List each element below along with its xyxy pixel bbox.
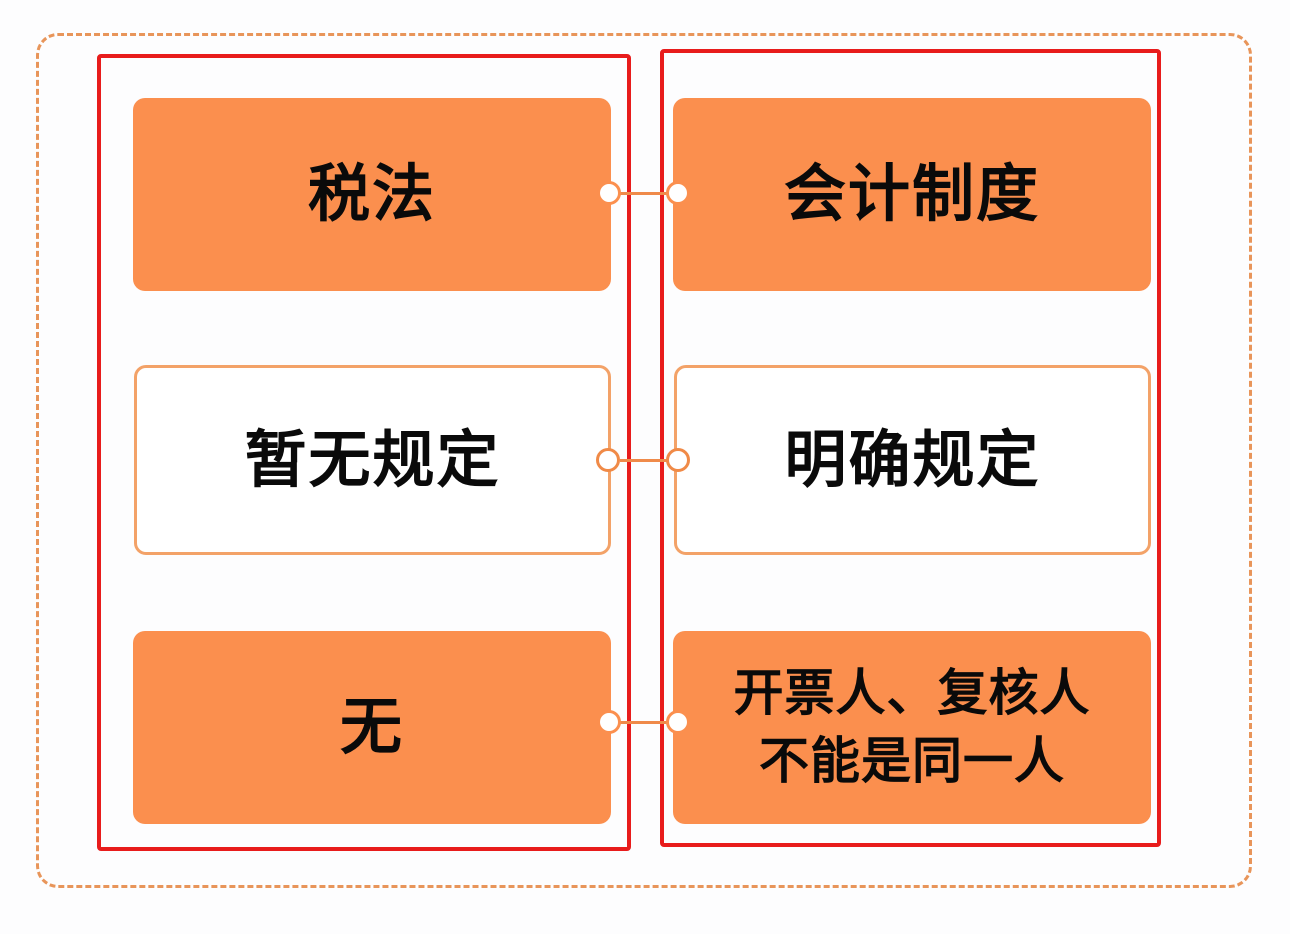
connector-dot-left-row2 (596, 448, 620, 472)
connector-line-row3 (620, 721, 678, 724)
right-box-label: 明确规定 (784, 422, 1041, 496)
outer-dashed-frame (36, 33, 1252, 888)
connector-dot-right-row1 (666, 181, 690, 205)
connector-dot-left-row3 (597, 710, 621, 734)
left-box-label: 税法 (307, 157, 436, 231)
left-box-label: 无 (339, 690, 404, 764)
left-box-no-rule: 暂无规定 (134, 365, 611, 555)
left-column-frame (97, 54, 631, 851)
right-box-label-line2: 不能是同一人 (759, 731, 1065, 790)
left-box-label: 暂无规定 (244, 422, 501, 496)
connector-dot-left-row1 (597, 181, 621, 205)
right-column-frame (660, 49, 1161, 847)
right-box-explicit-rule: 明确规定 (674, 365, 1151, 555)
connector-dot-right-row3 (666, 710, 690, 734)
connector-dot-right-row2 (666, 448, 690, 472)
left-box-none: 无 (133, 631, 611, 824)
right-box-label-line1: 开票人、复核人 (733, 664, 1091, 722)
connector-line-row2 (620, 459, 678, 462)
right-box-accounting-system: 会计制度 (673, 98, 1151, 291)
left-box-tax-law: 税法 (133, 98, 611, 291)
right-box-label: 会计制度 (783, 157, 1040, 231)
right-box-invoicer-reviewer: 开票人、复核人 不能是同一人 (673, 631, 1151, 824)
connector-line-row1 (620, 192, 678, 195)
